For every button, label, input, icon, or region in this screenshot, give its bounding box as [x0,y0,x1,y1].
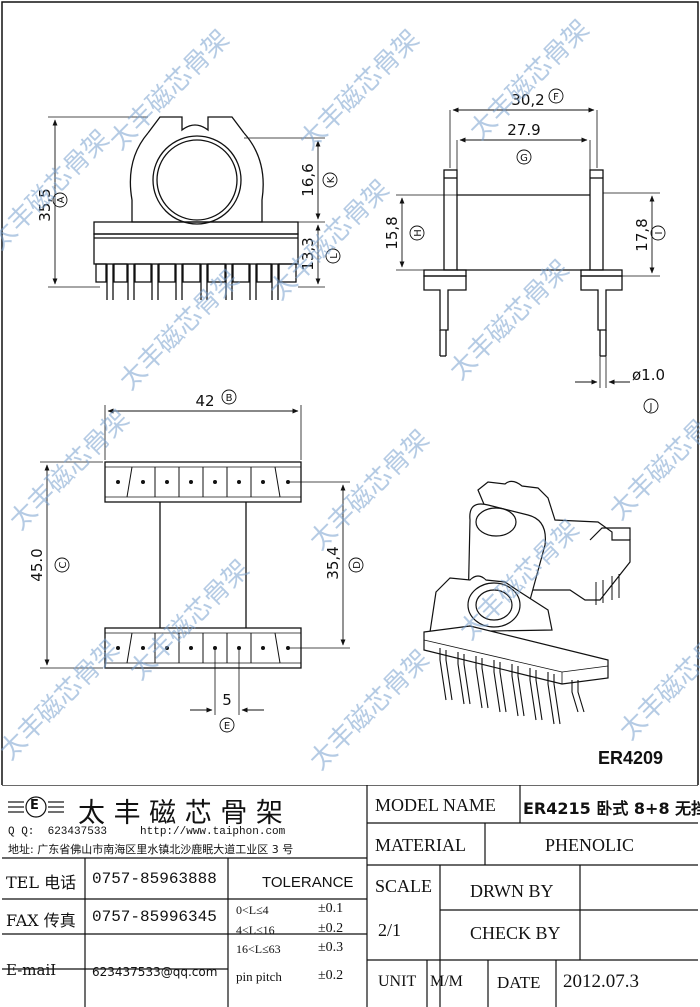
label-l: L [329,253,340,259]
scale-value: 2/1 [378,920,402,940]
dim-total-height: 35,5 [36,188,54,221]
side-view [396,107,660,388]
company-name: 太 丰 磁 芯 骨 架 [78,798,283,829]
label-c: C [58,561,69,568]
email-value: 623437533@qq.com [92,965,218,979]
material-value: PHENOLIC [545,835,634,855]
title-block-grid [2,785,698,1007]
bottom-view-pin-dots [116,480,290,650]
tolerance-value-4: ±0.2 [318,968,344,983]
dim-row-pitch: 35,4 [324,546,342,579]
drawing-frame [1,1,699,785]
label-d: D [352,561,363,569]
isometric-pins [439,648,585,725]
technical-drawing: 35,5 A 16,6 K 13,3 L [1,1,699,785]
check-by-label: CHECK BY [470,923,561,943]
unit-value: M/M [430,973,463,990]
tolerance-range-2: 4<L≤16 [236,923,275,937]
dim-width: 42 [195,392,214,410]
title-block: E 太 丰 磁 芯 骨 架 Q Q: 623437533 http://www.… [0,785,700,1007]
email-label: E-maiI [6,961,57,979]
model-name-label: MODEL NAME [375,795,496,815]
dim-core-height: 16,6 [299,163,317,196]
dim-flange-span: 27.9 [507,121,540,139]
tel-label: TEL 电话 [6,873,77,892]
tolerance-title: TOLERANCE [262,874,354,891]
isometric-view [423,480,631,725]
part-number: ER4209 [598,748,664,768]
tolerance-value-3: ±0.3 [318,940,344,955]
label-j: J [649,402,653,413]
unit-label: UNIT [378,973,417,990]
dim-row-span: 45.0 [28,548,46,581]
tolerance-range-4: pin pitch [236,969,282,984]
tolerance-range-3: 16<L≤63 [236,942,281,956]
company-address: 地址: 广东省佛山市南海区里水镇北沙鹿眠大道工业区 3 号 [8,843,294,856]
tel-value: 0757-85963888 [92,870,217,888]
tolerance-value-2: ±0.2 [318,921,344,936]
dim-base-height: 13,3 [299,237,317,270]
bottom-view-pin-dividers [126,466,281,664]
label-k: K [326,176,337,183]
bottom-view [40,405,350,715]
label-b: B [226,393,233,404]
date-label: DATE [497,973,541,992]
company-logo [8,796,64,818]
model-name-value: ER4215 卧式 8+8 无挡墙 [523,799,700,818]
dim-window-height: 15,8 [383,216,401,249]
tolerance-value-1: ±0.1 [318,901,344,916]
material-label: MATERIAL [375,835,466,855]
dim-pin-pitch: 5 [222,691,232,709]
company-contact-web: Q Q: 623437533 http://www.taiphon.com [8,826,286,838]
tolerance-range-1: 0<L≤4 [236,903,269,917]
drawn-by-label: DRWN BY [470,881,554,901]
dim-flange-height: 17,8 [633,218,651,251]
scale-label: SCALE [375,876,433,896]
dim-overall-length: 30,2 [511,91,544,109]
logo-letter: E [30,798,39,813]
label-a: A [56,196,67,203]
fax-label: FAX 传真 [6,911,76,930]
label-i: I [654,232,665,235]
dim-pin-diameter: ø1.0 [632,366,665,384]
label-e: E [224,721,230,732]
front-view [48,116,325,300]
label-g: G [520,153,528,164]
label-h: H [413,229,424,237]
date-value: 2012.07.3 [563,971,639,992]
front-view-pins [95,263,297,300]
fax-value: 0757-85996345 [92,908,217,926]
label-f: F [553,92,559,103]
